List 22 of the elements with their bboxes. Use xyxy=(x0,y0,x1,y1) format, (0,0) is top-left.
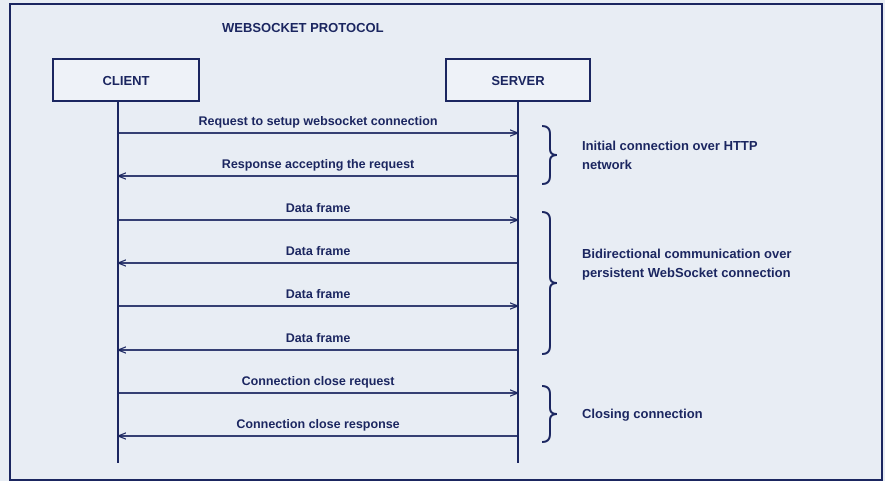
phase-note: Closing connection xyxy=(582,405,704,423)
edge-label: Data frame xyxy=(286,244,350,258)
message-arrow xyxy=(119,389,518,397)
message-arrow xyxy=(118,172,517,180)
diagram-title: WEBSOCKET PROTOCOL xyxy=(222,20,384,35)
edge-label: Request to setup websocket connection xyxy=(198,114,438,128)
message-arrow xyxy=(119,216,518,224)
edge-label: Response accepting the request xyxy=(222,157,414,171)
message-arrow xyxy=(118,432,517,440)
phase-note: Bidirectional communication over persistent WebSocket connection xyxy=(582,245,792,282)
participant-box: CLIENT xyxy=(52,58,200,102)
edge-label: Connection close response xyxy=(236,417,400,431)
message-arrow xyxy=(118,259,517,267)
edge-label: Connection close request xyxy=(242,374,394,388)
message-arrow xyxy=(119,129,518,137)
participant-box: SERVER xyxy=(445,58,591,102)
phase-note: Initial connection over HTTP network xyxy=(582,137,758,174)
message-arrow xyxy=(118,346,517,354)
edge-label: Data frame xyxy=(286,287,350,301)
edge-label: Data frame xyxy=(286,201,350,215)
message-arrow xyxy=(119,302,518,310)
edge-label: Data frame xyxy=(286,331,350,345)
